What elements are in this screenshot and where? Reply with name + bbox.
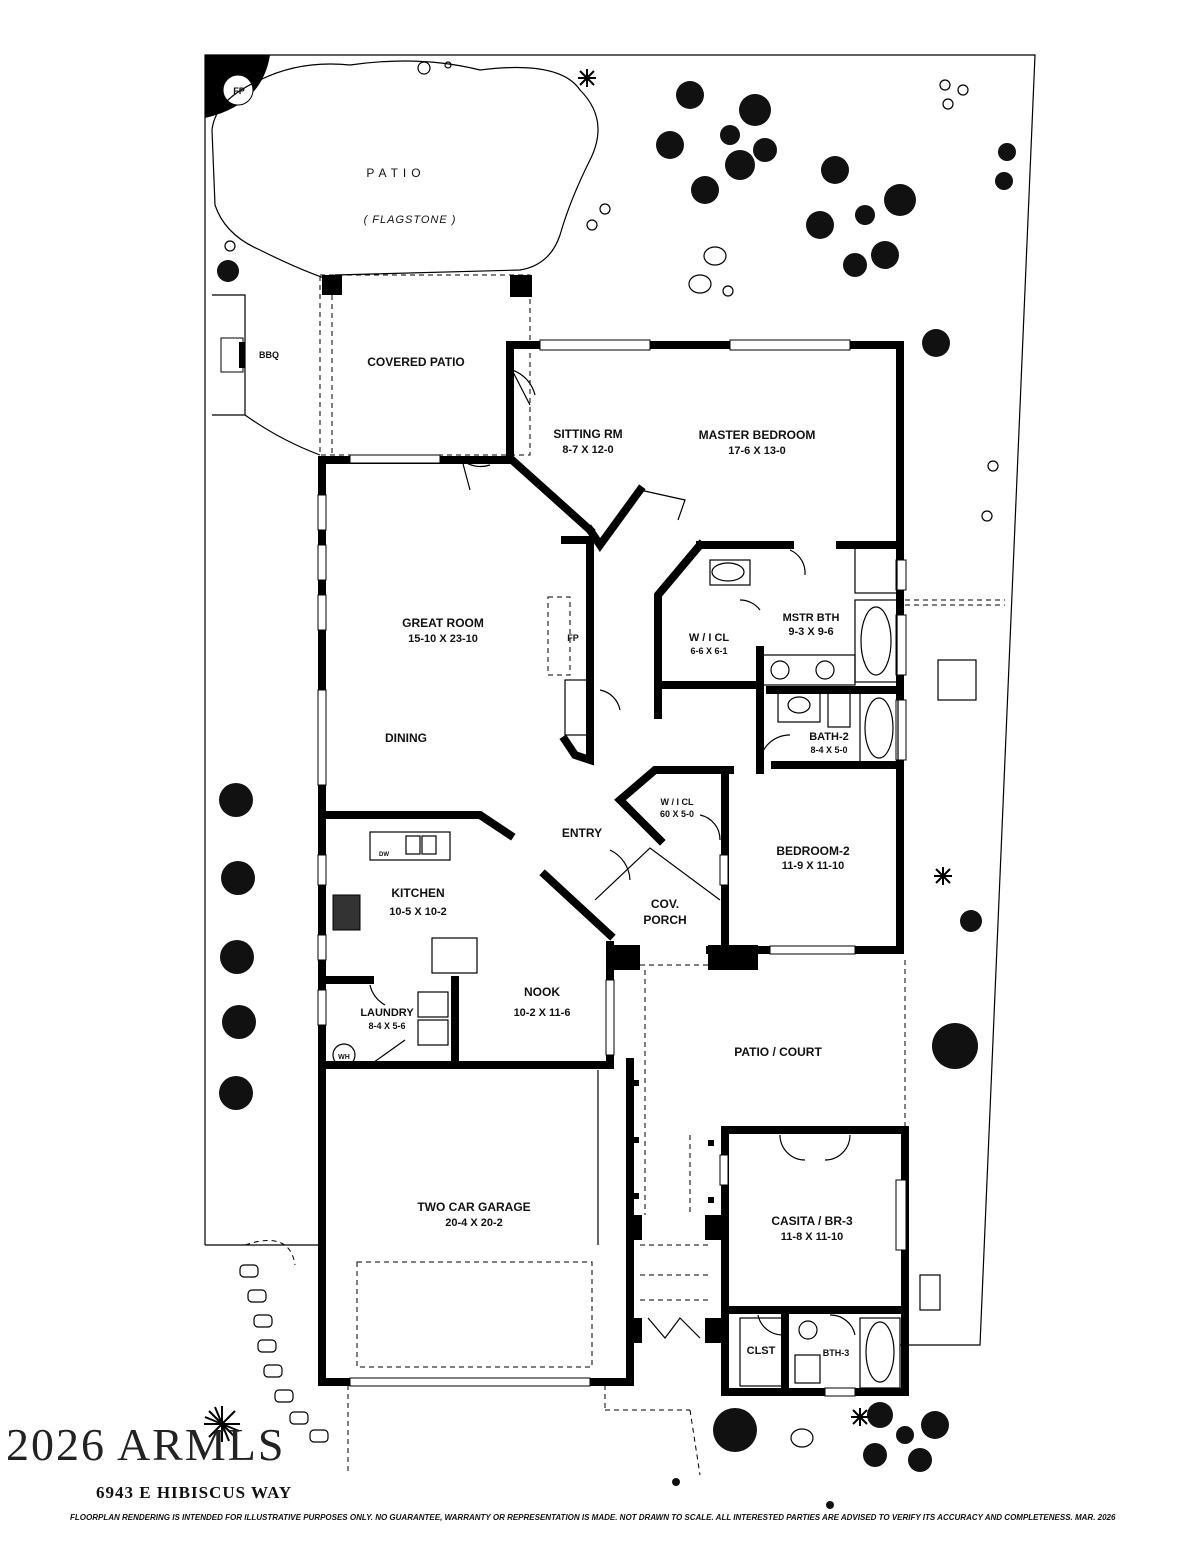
great-room-label: GREAT ROOM [402, 616, 484, 630]
flower-icon [826, 1501, 834, 1509]
bbq-label: BBQ [259, 350, 279, 360]
palm-icon [934, 867, 952, 885]
shrub-icon [995, 172, 1013, 190]
shrub-icon [713, 1408, 757, 1452]
mstr-bath-label: MSTR BTH [783, 612, 840, 624]
laundry-dims: 8-4 X 5-6 [368, 1021, 405, 1031]
kitchen-dims: 10-5 X 10-2 [389, 906, 446, 918]
tree-icon [806, 156, 916, 277]
watermark: 2026 ARMLS [6, 1419, 286, 1470]
wic-bed2-label: W / I CL [661, 797, 694, 807]
tree-icon [656, 81, 777, 204]
garage-dims: 20-4 X 20-2 [445, 1217, 502, 1229]
shrub-icon [217, 260, 239, 282]
bath2-label: BATH-2 [809, 731, 849, 743]
flagstone-label: ( FLAGSTONE ) [364, 214, 457, 226]
flower-icon [672, 1478, 680, 1486]
fixtures [332, 547, 901, 1389]
bedroom2-dims: 11-9 X 11-10 [782, 860, 844, 872]
tree-icon [863, 1402, 949, 1472]
kitchen-label: KITCHEN [391, 886, 444, 900]
covered-patio-label: COVERED PATIO [367, 355, 465, 369]
bedroom2-label: BEDROOM-2 [776, 844, 850, 858]
shrub-icon [960, 910, 982, 932]
interior-walls [318, 454, 909, 1396]
patio-court-label: PATIO / COURT [734, 1045, 822, 1059]
nook-label: NOOK [524, 985, 560, 999]
wic-master-label: W / I CL [689, 632, 730, 644]
street-address: 6943 E HIBISCUS WAY [96, 1483, 293, 1502]
entry-label: ENTRY [562, 826, 602, 840]
palm-icon [578, 69, 596, 87]
walkway-lines [244, 599, 1005, 1476]
room-labels: PATIO ( FLAGSTONE ) FP BBQ COVERED PATIO… [233, 86, 853, 1358]
shrub-icon [222, 1005, 256, 1039]
great-room-dims: 15-10 X 23-10 [408, 633, 478, 645]
palm-icon [204, 1406, 240, 1442]
flower-icon [981, 510, 993, 522]
mstr-bath-dims: 9-3 X 9-6 [788, 626, 833, 638]
shrub-icon [998, 143, 1016, 161]
shrub-icon [221, 861, 255, 895]
master-bedroom-dims: 17-6 X 13-0 [728, 445, 785, 457]
closet-label: CLST [747, 1345, 776, 1357]
lot-boundary [204, 54, 1036, 1346]
door-swings [369, 369, 856, 1339]
cov-porch-label-2: PORCH [643, 913, 686, 927]
sitting-rm-dims: 8-7 X 12-0 [562, 444, 613, 456]
dishwasher-label: DW [379, 852, 389, 858]
laundry-label: LAUNDRY [360, 1007, 414, 1019]
flower-icon [599, 203, 611, 215]
great-room-fp-label: FP [567, 633, 579, 643]
bath2-dims: 8-4 X 5-0 [810, 745, 847, 755]
landscaping [204, 69, 1016, 1509]
water-heater-label: WH [338, 1054, 350, 1061]
shrub-icon [932, 1023, 978, 1069]
windows [317, 339, 907, 1397]
cov-porch-label-1: COV. [651, 897, 679, 911]
palm-icon [851, 1408, 869, 1426]
patio-stone [444, 61, 452, 69]
flower-icon [722, 285, 734, 297]
wic-master-dims: 6-6 X 6-1 [690, 646, 727, 656]
shrub-icon [219, 1076, 253, 1110]
shrub-icon [220, 940, 254, 974]
patio-outline [211, 60, 599, 281]
bath3-label: BTH-3 [823, 1348, 850, 1358]
wic-bed2-dims: 60 X 5-0 [660, 809, 694, 819]
garage-label: TWO CAR GARAGE [417, 1200, 530, 1214]
patio-fp-label: FP [233, 86, 245, 96]
master-bedroom-label: MASTER BEDROOM [699, 428, 816, 442]
flower-icon [987, 460, 999, 472]
patio-stone [417, 61, 431, 75]
flower-icon [586, 219, 598, 231]
flower-icon [224, 240, 236, 252]
sitting-rm-label: SITTING RM [553, 427, 622, 441]
nook-dims: 10-2 X 11-6 [514, 1007, 571, 1019]
stepping-stones [239, 79, 969, 1448]
casita-dims: 11-8 X 11-10 [781, 1231, 843, 1243]
shrub-icon [219, 783, 253, 817]
shrub-icon [922, 329, 950, 357]
casita-label: CASITA / BR-3 [771, 1214, 853, 1228]
patio-label: PATIO [366, 166, 425, 180]
bbq-area [212, 294, 321, 456]
dining-label: DINING [385, 731, 427, 745]
disclaimer-text: FLOORPLAN RENDERING IS INTENDED FOR ILLU… [70, 1513, 1116, 1522]
